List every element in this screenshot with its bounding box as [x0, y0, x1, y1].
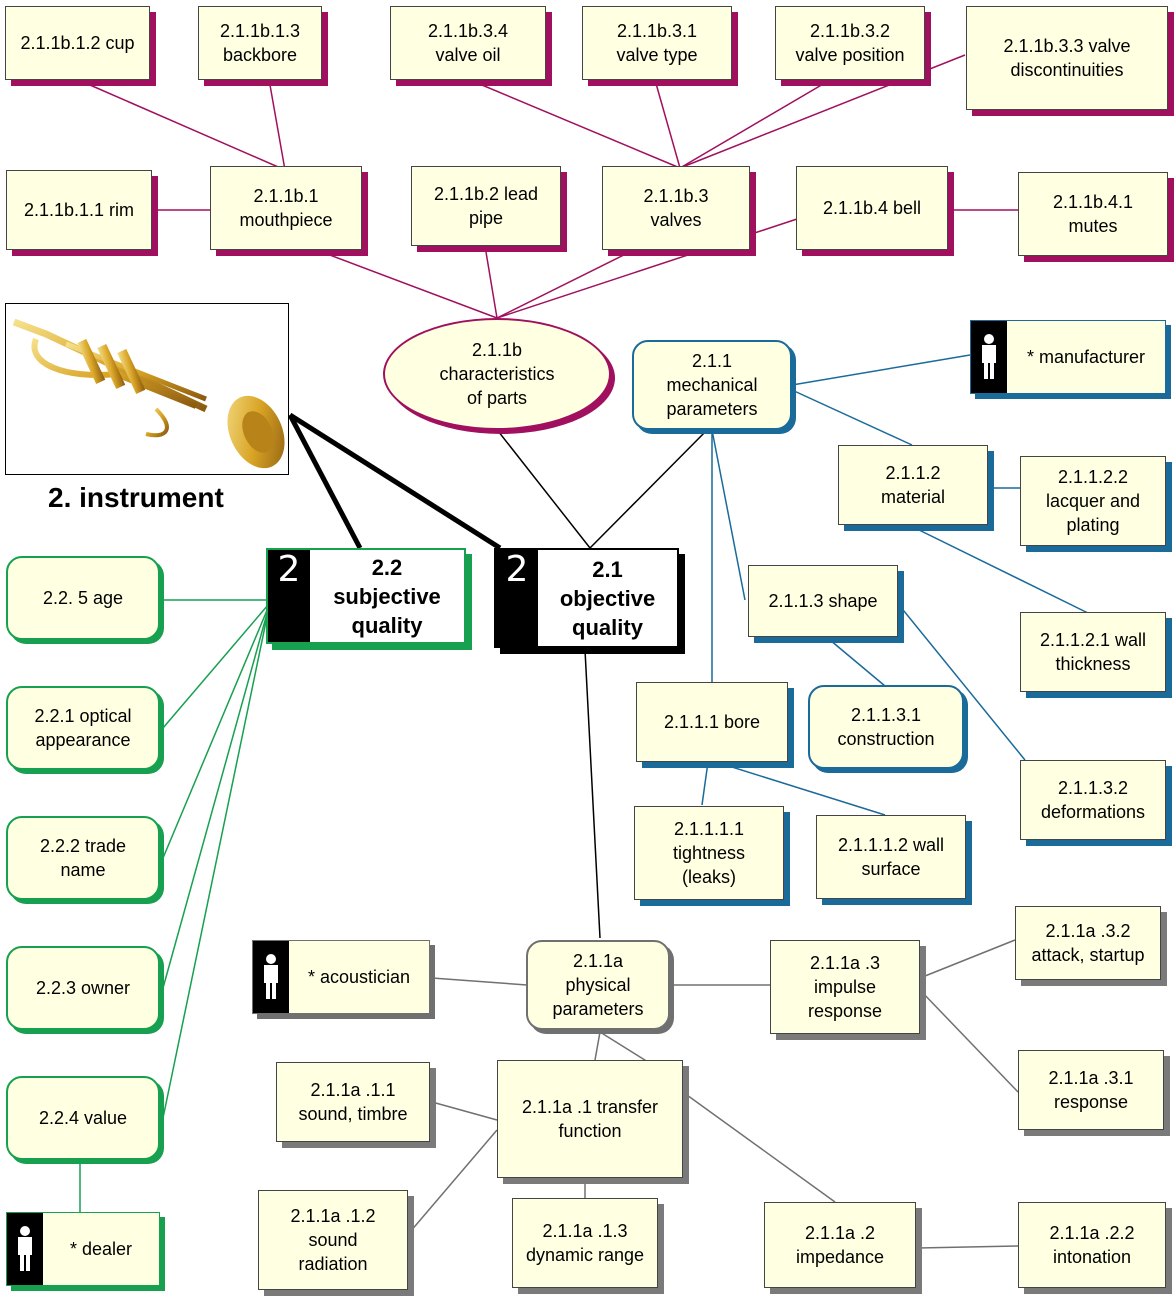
node-response[interactable]: 2.1.1a .3.1 response: [1018, 1050, 1164, 1130]
node-value[interactable]: 2.2.4 value: [6, 1076, 160, 1160]
node-mechanical-parameters[interactable]: 2.1.1 mechanical parameters: [632, 340, 792, 430]
dealer-label: * dealer: [69, 1238, 133, 1259]
node-valve-oil[interactable]: 2.1.1b.3.4 valve oil: [390, 6, 546, 80]
node-manufacturer[interactable]: * manufacturer: [970, 320, 1166, 394]
node-dynamic-range[interactable]: 2.1.1a .1.3 dynamic range: [512, 1198, 658, 1288]
acoustician-label: * acoustician: [307, 966, 411, 987]
node-sound-timbre[interactable]: 2.1.1a .1.1 sound, timbre: [276, 1062, 430, 1142]
node-transfer-function[interactable]: 2.1.1a .1 transfer function: [497, 1060, 683, 1178]
node-cup[interactable]: 2.1.1b.1.2 cup: [5, 6, 150, 80]
node-age[interactable]: 2.2. 5 age: [6, 556, 160, 640]
person-icon: [7, 1213, 43, 1285]
node-valve-discontinuities[interactable]: 2.1.1b.3.3 valve discontinuities: [966, 6, 1168, 110]
subjective-label: 2.2 subjective quality: [333, 554, 441, 638]
physical-connectors: [409, 939, 1019, 1249]
node-tightness-leaks[interactable]: 2.1.1.1.1 tightness (leaks): [634, 806, 784, 900]
node-mutes[interactable]: 2.1.1b.4.1 mutes: [1018, 172, 1168, 256]
node-physical-parameters[interactable]: 2.1.1a physical parameters: [526, 940, 670, 1030]
node-impedance[interactable]: 2.1.1a .2 impedance: [764, 1202, 916, 1288]
node-dealer[interactable]: * dealer: [6, 1212, 160, 1286]
node-valves[interactable]: 2.1.1b.3 valves: [602, 166, 750, 250]
node-bell[interactable]: 2.1.1b.4 bell: [796, 166, 948, 250]
node-subjective-quality[interactable]: 2 2.2 subjective quality: [266, 548, 466, 644]
node-valve-position[interactable]: 2.1.1b.3.2 valve position: [775, 6, 925, 80]
instrument-connectors: [287, 412, 502, 551]
trumpet-photo: [5, 303, 289, 475]
node-lacquer-and-plating[interactable]: 2.1.1.2.2 lacquer and plating: [1020, 456, 1166, 546]
trumpet-icon: [12, 318, 285, 469]
objective-number: 2: [496, 550, 538, 646]
node-mouthpiece[interactable]: 2.1.1b.1 mouthpiece: [210, 166, 362, 250]
person-icon: [253, 941, 289, 1013]
node-material[interactable]: 2.1.1.2 material: [838, 445, 988, 525]
node-characteristics-of-parts[interactable]: 2.1.1b characteristics of parts: [383, 318, 611, 430]
node-construction[interactable]: 2.1.1.3.1 construction: [808, 685, 964, 769]
node-rim[interactable]: 2.1.1b.1.1 rim: [6, 170, 152, 250]
page-title: 2. instrument: [48, 482, 224, 513]
node-lead-pipe[interactable]: 2.1.1b.2 lead pipe: [411, 166, 561, 246]
node-sound-radiation[interactable]: 2.1.1a .1.2 sound radiation: [258, 1190, 408, 1290]
node-attack-startup[interactable]: 2.1.1a .3.2 attack, startup: [1015, 906, 1161, 980]
node-acoustician[interactable]: * acoustician: [252, 940, 430, 1014]
node-bore[interactable]: 2.1.1.1 bore: [636, 682, 788, 762]
subjective-connectors: [79, 599, 269, 1212]
subjective-number: 2: [268, 550, 310, 642]
core-connectors: [479, 407, 713, 939]
node-backbore[interactable]: 2.1.1b.1.3 backbore: [198, 6, 322, 80]
node-wall-surface[interactable]: 2.1.1.1.2 wall surface: [816, 815, 966, 899]
mechanical-connectors: [701, 354, 1093, 816]
node-owner[interactable]: 2.2.3 owner: [6, 946, 160, 1030]
node-deformations[interactable]: 2.1.1.3.2 deformations: [1020, 760, 1166, 840]
node-optical-appearance[interactable]: 2.2.1 optical appearance: [6, 686, 160, 770]
node-trade-name[interactable]: 2.2.2 trade name: [6, 816, 160, 900]
node-valve-type[interactable]: 2.1.1b.3.1 valve type: [582, 6, 732, 80]
node-wall-thickness[interactable]: 2.1.1.2.1 wall thickness: [1020, 612, 1166, 692]
node-intonation[interactable]: 2.1.1a .2.2 intonation: [1018, 1202, 1166, 1288]
manufacturer-label: * manufacturer: [1026, 346, 1146, 367]
node-impulse-response[interactable]: 2.1.1a .3 impulse response: [770, 940, 920, 1034]
node-shape[interactable]: 2.1.1.3 shape: [748, 565, 898, 637]
objective-label: 2.1 objective quality: [559, 556, 656, 640]
node-objective-quality[interactable]: 2 2.1 objective quality: [494, 548, 679, 648]
person-icon: [971, 321, 1007, 393]
